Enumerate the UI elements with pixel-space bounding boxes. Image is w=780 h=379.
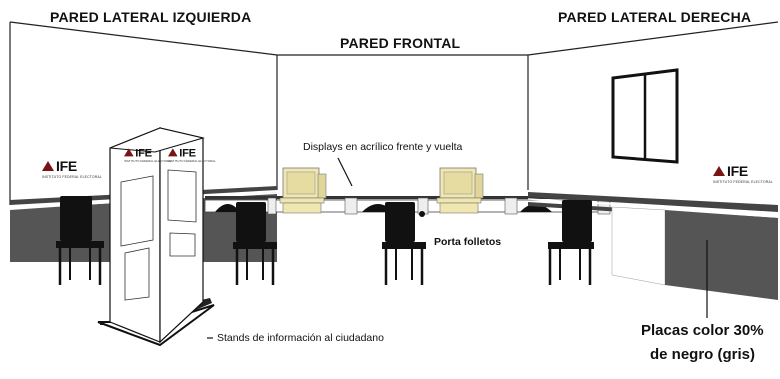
logo-text: IFE [179,146,196,159]
chair-icon [382,202,426,285]
wall-outlines [9,21,779,205]
logo-text: IFE [727,163,748,179]
ife-logo: IFE INSTITUTO FEDERAL ELECTORAL [168,146,216,163]
triangle-icon [168,148,178,157]
logo-subtitle: INSTITUTO FEDERAL ELECTORAL [42,175,102,179]
logo-subtitle: INSTITUTO FEDERAL ELECTORAL [124,159,172,163]
leader-lines [419,211,425,217]
triangle-icon [124,148,134,157]
right-wall-title: PARED LATERAL DERECHA [558,9,752,25]
placas-annotation-line1: Placas color 30% [641,322,764,339]
chair-icon [56,196,104,285]
chair-icon [233,202,277,285]
logo-text: IFE [135,146,152,159]
logo-text: IFE [56,158,77,174]
left-wall-title: PARED LATERAL IZQUIERDA [50,9,252,25]
monitor-icon [279,167,327,214]
stands-annotation: Stands de información al ciudadano [217,332,384,344]
triangle-icon [713,166,725,176]
monitor-icon [436,167,484,214]
logo-subtitle: INSTITUTO FEDERAL ELECTORAL [168,159,216,163]
displays-annotation: Displays en acrílico frente y vuelta [303,141,463,153]
placas-annotation-line2: de negro (gris) [650,346,756,363]
window-icon [611,68,679,164]
information-stand [97,127,215,347]
front-wall-title: PARED FRONTAL [340,35,461,51]
triangle-icon [42,161,54,171]
ife-logo: IFE INSTITUTO FEDERAL ELECTORAL [713,163,773,184]
leader-lines [207,157,708,339]
chair-icon [548,200,594,285]
ife-logo: IFE INSTITUTO FEDERAL ELECTORAL [124,146,172,163]
porta-folletos-annotation: Porta folletos [434,236,502,248]
logo-subtitle: INSTITUTO FEDERAL ELECTORAL [713,180,773,184]
right-gray-panel [527,192,779,300]
ife-logo: IFE INSTITUTO FEDERAL ELECTORAL [42,158,102,179]
